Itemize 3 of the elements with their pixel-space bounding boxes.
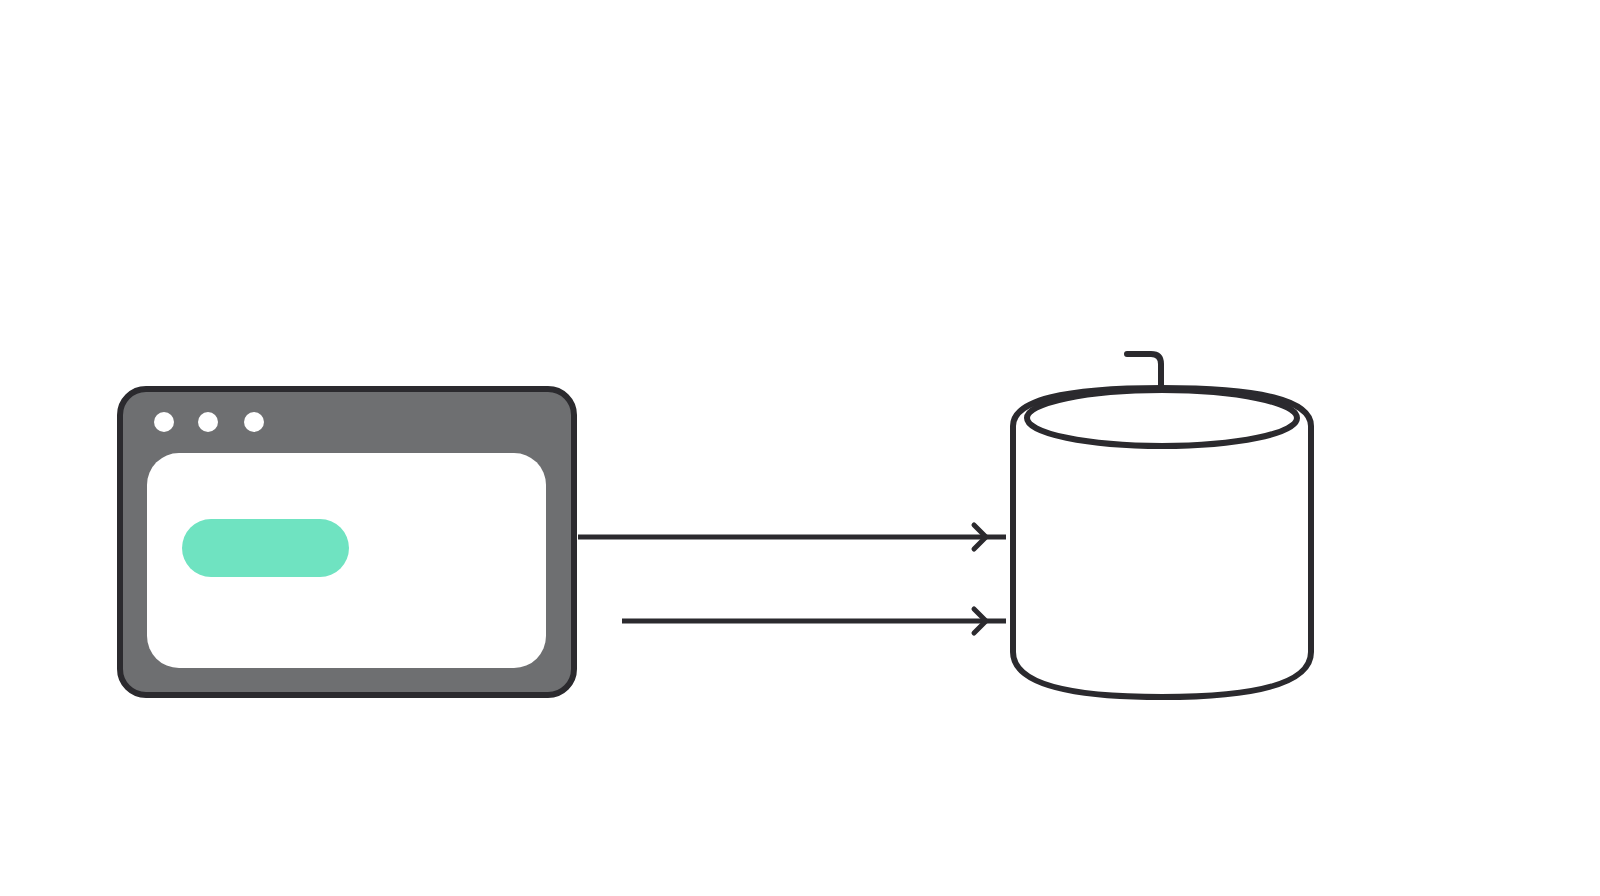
database-cylinder bbox=[1010, 348, 1314, 700]
arrow bbox=[622, 606, 1006, 636]
arrow bbox=[578, 522, 1006, 552]
